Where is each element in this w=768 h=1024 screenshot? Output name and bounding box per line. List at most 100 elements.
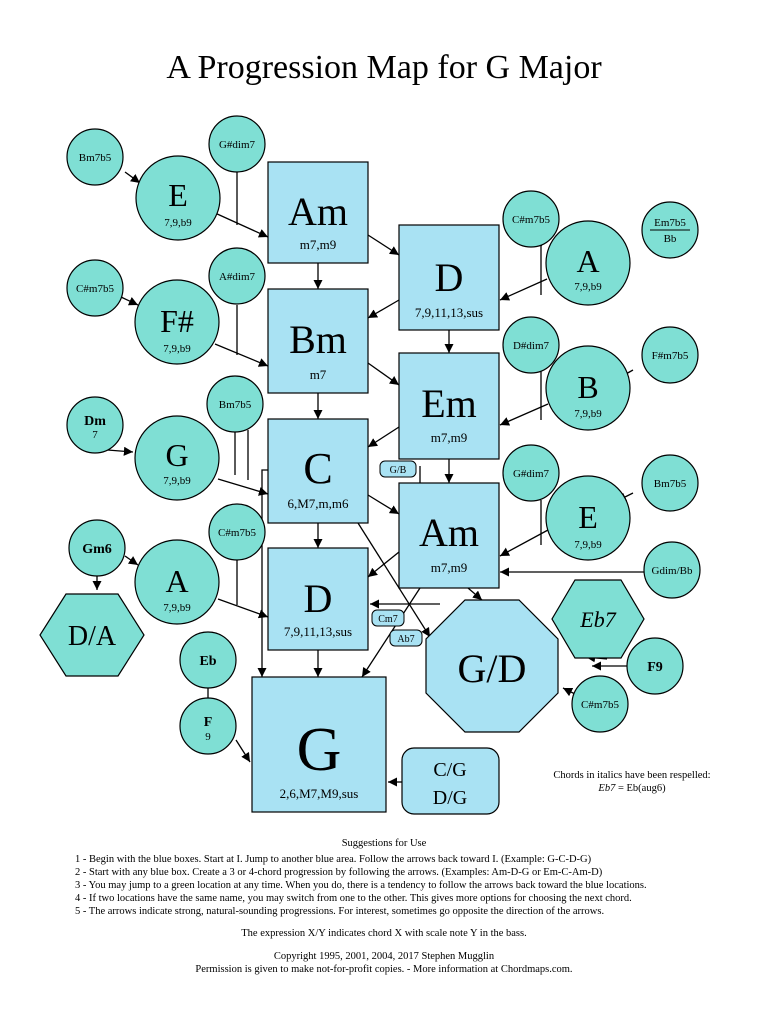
chord-circle-a-left[interactable]: [134, 539, 220, 625]
chord-label: 9: [205, 731, 211, 743]
chord-circle-e-right[interactable]: [545, 475, 631, 561]
connector-line: [214, 212, 269, 238]
chord-label: Gm6: [82, 542, 112, 557]
chord-circle-gdim-bb[interactable]: [643, 541, 701, 599]
chord-circle-fsharpm7b5[interactable]: [641, 326, 699, 384]
chord-box-cg-dg[interactable]: [401, 747, 500, 815]
chord-name: A: [576, 243, 599, 279]
connector-line: [367, 362, 400, 386]
chord-circle-a-right[interactable]: [545, 220, 631, 306]
chord-extensions: m7,m9: [431, 430, 467, 445]
permission-line: Permission is given to make not-for-prof…: [195, 964, 573, 975]
chord-label: Bm7b5: [219, 399, 252, 411]
chord-box-am-top[interactable]: [267, 161, 369, 264]
chord-label: G#dim7: [513, 468, 550, 480]
connector-line: [214, 343, 269, 367]
chord-circle-e-left[interactable]: [135, 155, 221, 241]
chord-name: E: [168, 177, 188, 213]
chord-octagon-g-d[interactable]: [425, 599, 559, 733]
chord-extensions: 7,9,b9: [574, 408, 602, 420]
suggestion-item: 4 - If two locations have the same name,…: [75, 893, 632, 904]
connector-line: [367, 426, 400, 448]
chord-circle-b-right[interactable]: [545, 345, 631, 431]
chord-extensions: 2,6,M7,M9,sus: [280, 786, 359, 801]
chord-name: F#: [160, 303, 194, 339]
chord-extensions: m7,m9: [300, 237, 336, 252]
chord-box-d-bottom[interactable]: [267, 547, 369, 651]
copyright-line: Copyright 1995, 2001, 2004, 2017 Stephen…: [273, 951, 495, 962]
tag-cm7[interactable]: [371, 609, 405, 627]
connector-line: [499, 403, 549, 426]
chord-label: Em7b5: [654, 217, 686, 229]
chord-label: C#m7b5: [76, 283, 114, 295]
chord-name: G: [297, 716, 342, 784]
suggestion-item: 3 - You may jump to a green location at …: [75, 880, 647, 891]
chord-circle-f9[interactable]: [626, 637, 684, 695]
chord-label: Eb: [199, 654, 216, 669]
connector-line: [367, 299, 400, 319]
chord-circle-csharpm7b5-a[interactable]: [66, 259, 124, 317]
chord-extensions: 7,9,b9: [163, 602, 191, 614]
chord-label: C/G: [433, 759, 466, 781]
chord-name: Am: [419, 510, 479, 555]
tag-ab7[interactable]: [389, 629, 423, 647]
chord-circle-bm7b5-a[interactable]: [66, 128, 124, 186]
chord-extensions: 7,9,b9: [574, 539, 602, 551]
chord-label: Bm7b5: [79, 152, 112, 164]
suggestion-item: 1 - Begin with the blue boxes. Start at …: [75, 854, 592, 865]
chord-circle-dm7[interactable]: [66, 396, 124, 454]
chord-label: Dm: [84, 414, 106, 429]
chord-hexagon-eb7[interactable]: [551, 579, 645, 659]
suggestion-item: 2 - Start with any blue box. Create a 3 …: [75, 867, 603, 878]
suggestion-item: 5 - The arrows indicate strong, natural-…: [75, 906, 605, 917]
chord-circle-gm6[interactable]: [68, 519, 126, 577]
connector-line: [217, 598, 269, 619]
chord-circle-eb[interactable]: [179, 631, 237, 689]
respelled-note-line2: Eb7 = Eb(aug6): [597, 783, 666, 794]
tag-g-b[interactable]: [379, 460, 417, 478]
connector-line: [124, 171, 141, 184]
chord-box-bm[interactable]: [267, 288, 369, 394]
chord-extensions: 7,9,b9: [163, 475, 191, 487]
chord-circle-csharpm7b5-b[interactable]: [208, 503, 266, 561]
chord-circle-bm7b5-b[interactable]: [206, 375, 264, 433]
chord-name: B: [577, 369, 598, 405]
chord-box-em[interactable]: [398, 352, 500, 460]
chord-label: Bb: [664, 233, 677, 245]
chord-extensions: 7,9,11,13,sus: [284, 624, 352, 639]
connector-line: [217, 478, 269, 496]
chord-circle-g-left[interactable]: [134, 415, 220, 501]
chord-label: D/G: [433, 787, 467, 809]
chord-box-am-mid[interactable]: [398, 482, 500, 589]
chord-circle-f9-small[interactable]: [179, 697, 237, 755]
suggestions-list: 1 - Begin with the blue boxes. Start at …: [75, 853, 715, 918]
chord-label: D#dim7: [513, 340, 550, 352]
chord-circle-gsharpdim7-b[interactable]: [502, 444, 560, 502]
chord-box-c[interactable]: [267, 418, 369, 524]
connector-line: [124, 555, 139, 566]
chord-extensions: m7: [310, 367, 327, 382]
chord-label: G#dim7: [219, 139, 256, 151]
connector-line: [120, 296, 139, 306]
chord-label: C#m7b5: [218, 527, 256, 539]
chord-box-g[interactable]: [251, 676, 387, 813]
chord-box-d-top[interactable]: [398, 224, 500, 331]
chord-label: C#m7b5: [581, 699, 619, 711]
suggestions-heading: Suggestions for Use: [341, 838, 427, 849]
chord-extensions: m7,m9: [431, 560, 467, 575]
chord-circle-csharpm7b5-d[interactable]: [571, 675, 629, 733]
chord-name: Am: [288, 189, 348, 234]
chord-circle-dsharpdim7[interactable]: [502, 316, 560, 374]
respelled-note-line1: Chords in italics have been respelled:: [553, 770, 710, 781]
chord-label: F9: [647, 660, 663, 675]
chord-circle-fsharp[interactable]: [134, 279, 220, 365]
chord-name: D: [304, 576, 333, 621]
chord-circle-csharpm7b5-c[interactable]: [502, 190, 560, 248]
chord-circle-asharpdim7[interactable]: [208, 247, 266, 305]
tag-label: Cm7: [378, 614, 397, 625]
chord-circle-gsharpdim7-a[interactable]: [208, 115, 266, 173]
chord-label: G/D: [458, 646, 527, 691]
chord-label: Eb7: [579, 607, 616, 632]
chord-hexagon-d-a[interactable]: [39, 593, 145, 677]
chord-circle-bm7b5-c[interactable]: [641, 454, 699, 512]
